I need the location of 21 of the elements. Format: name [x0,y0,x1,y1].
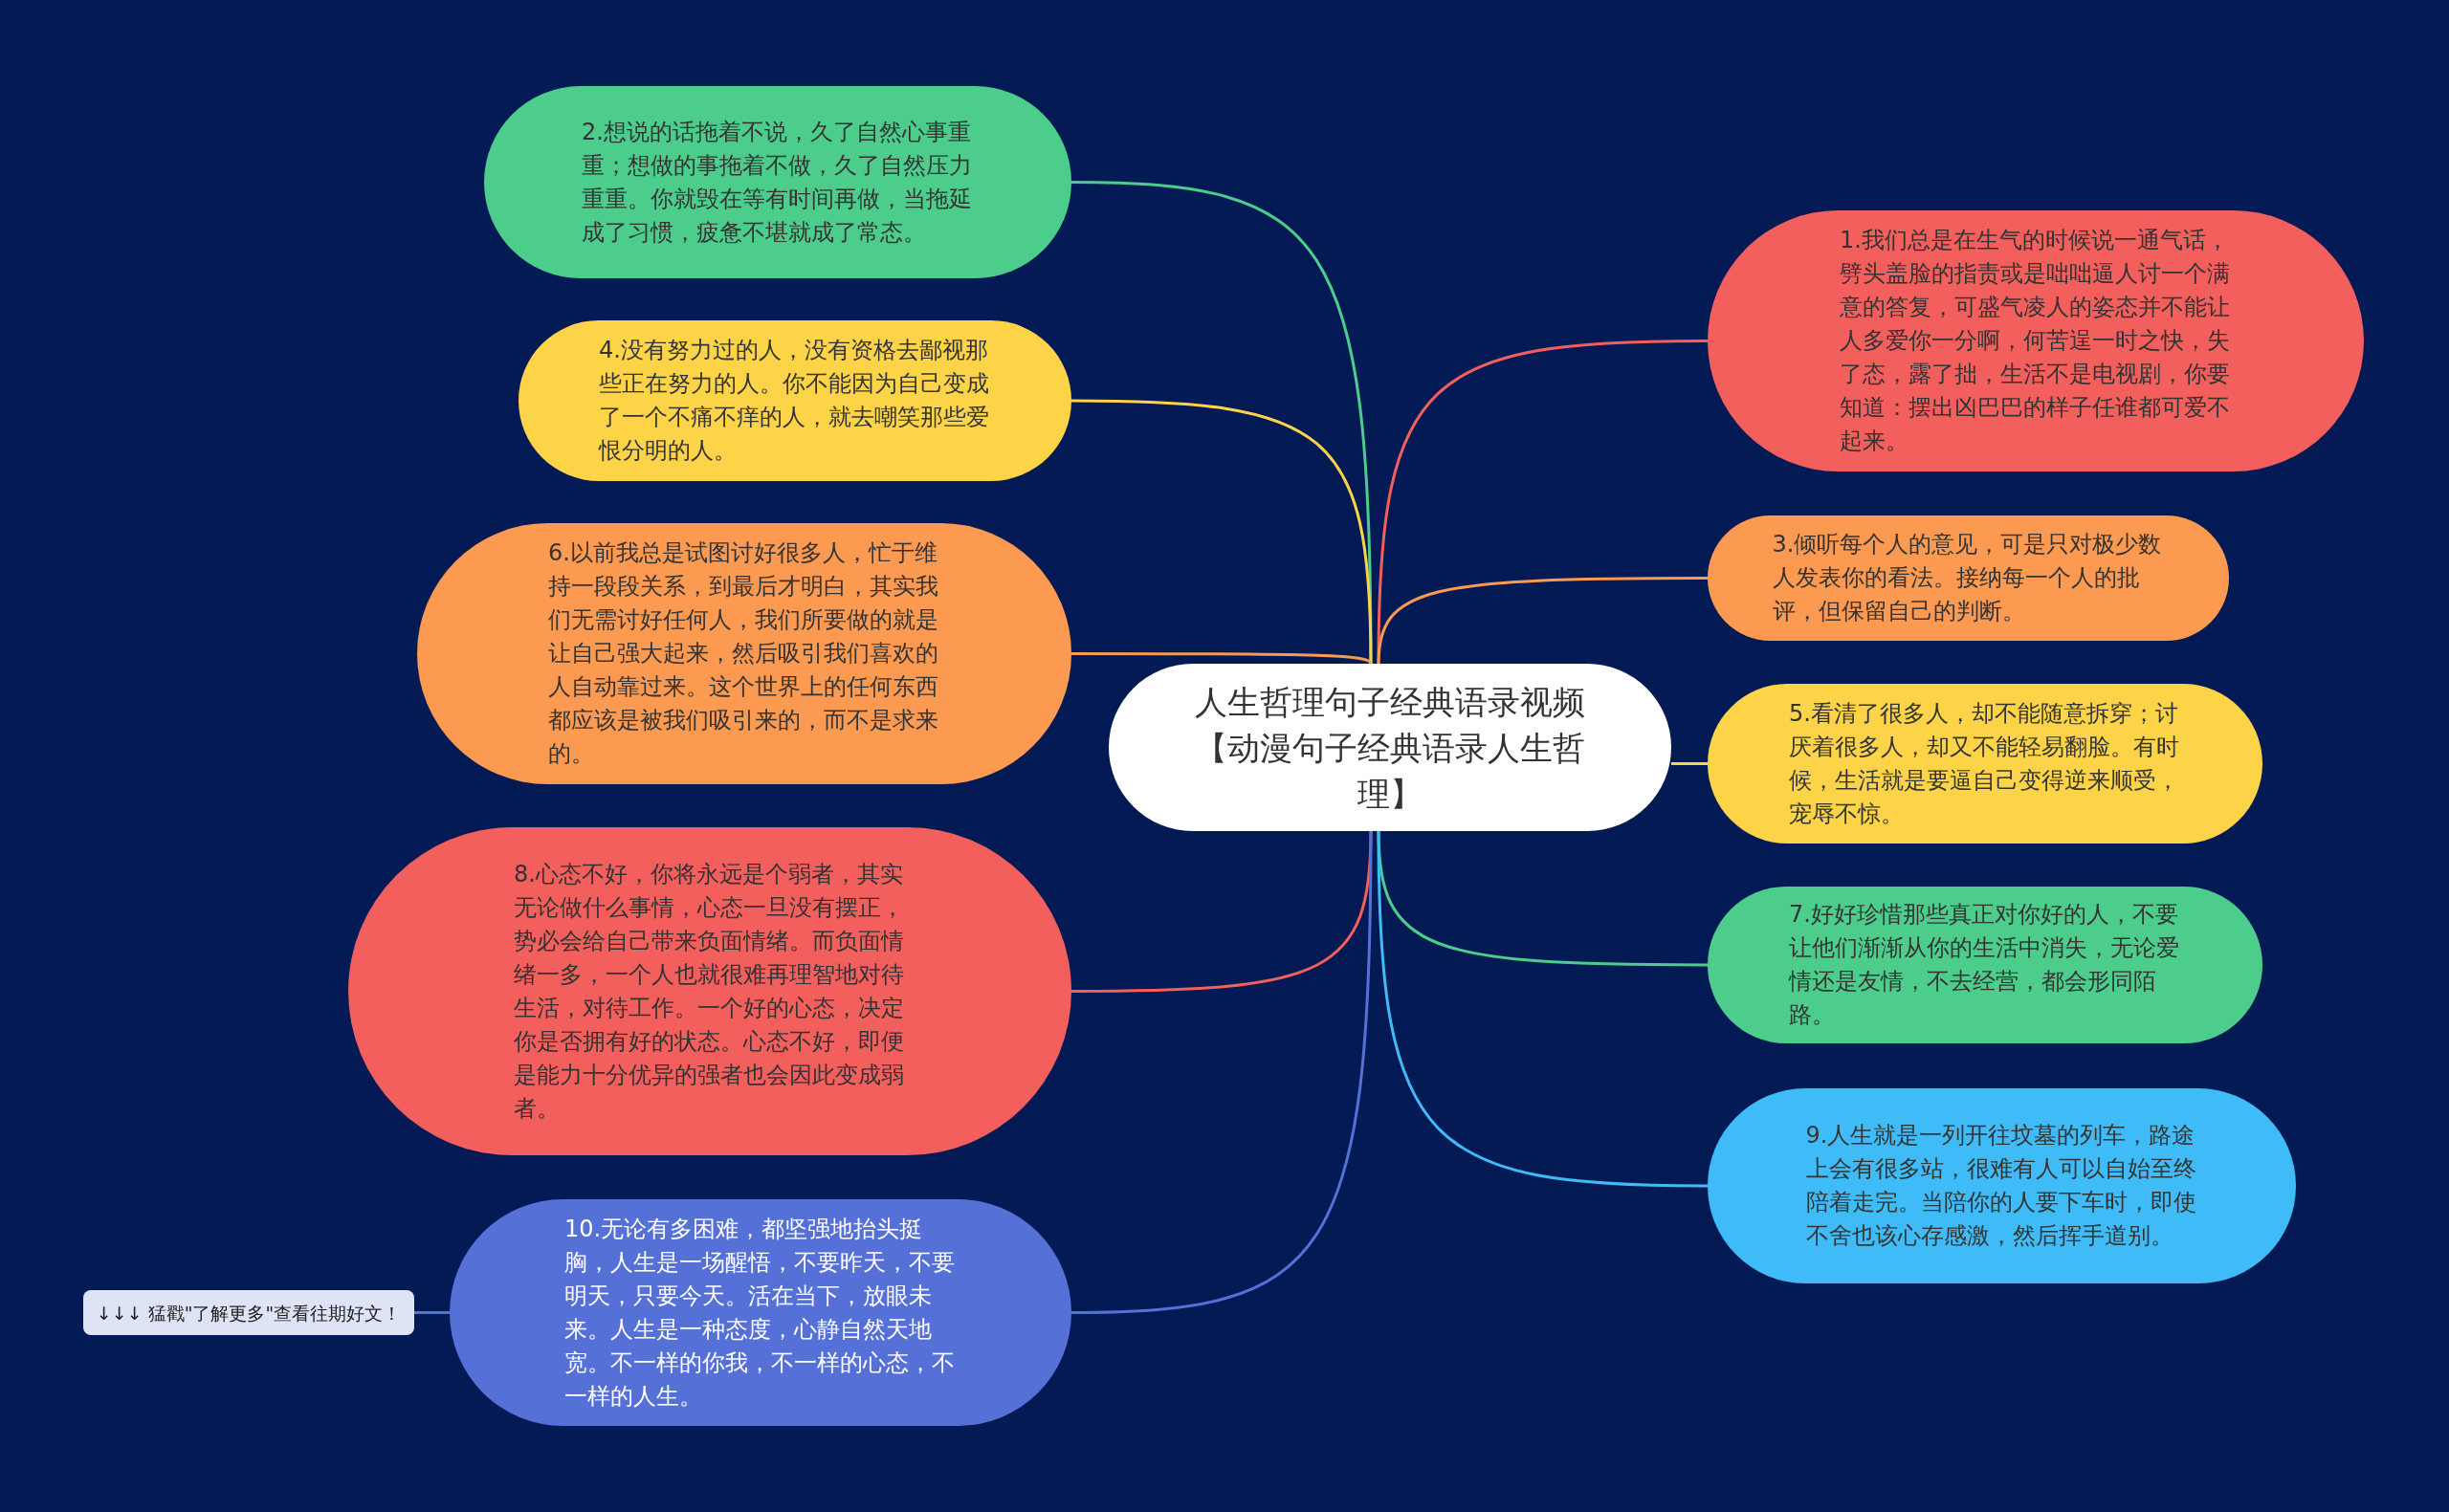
quote-text: 9.人生就是一列开往坟墓的列车，路途上会有很多站，很难有人可以自始至终陪着走完。当陪你的人要下车时，即使不舍也该心存感激，然后挥手道别。 [1805,1121,2197,1251]
connector-line [1071,652,1373,665]
note-tag [83,1290,414,1335]
quote-text: 8.心态不好，你将永远是个弱者，其实无论做什么事情，心态一旦没有摆正，势必会给自己带来负面情绪。而负面情绪一多，一个人也就很难再理智地对待生活，对待工作。一个好的心态，决定你是否拥有好的状态。心态不好，即便是能力十分优异的强者也会因此变成弱者。 [514,859,905,1124]
quote-text: 5.看清了很多人，却不能随意拆穿；讨厌着很多人，却又不能轻易翻脸。有时候，生活就是要逼自己变得逆来顺受，宠辱不惊。 [1789,698,2180,829]
quote-text: 6.以前我总是试图讨好很多人，忙于维持一段段关系，到最后才明白，其实我们无需讨好任何人，我们所要做的就是让自己强大起来，然后吸引我们喜欢的人自动靠过来。这个世界上的任何东西都应该是被我们吸引来的，而不是求来的。 [548,538,939,769]
connector-line [1377,830,1709,1188]
connector-line [414,1311,450,1314]
connector-line [1377,577,1708,665]
topic-title: 人生哲理句子经典语录视频【动漫句子经典语录人生哲理】 [1194,681,1586,815]
connector-line [1070,831,1373,1314]
connector-line [1377,340,1708,665]
connector-line [1671,762,1708,765]
connector-line [1071,399,1373,665]
quote-text: 3.倾听每个人的意见，可是只对极少数人发表你的看法。接纳每一个人的批评，但保留自己的判断。 [1772,530,2163,626]
quote-text: 10.无论有多困难，都坚强地抬头挺胸，人生是一场醒悟，不要昨天，不要明天，只要今天。活在当下，放眼未来。人生是一种态度，心静自然天地宽。不一样的你我，不一样的心态，不一样的人生。 [564,1214,956,1412]
quote-text: 2.想说的话拖着不说，久了自然心事重重；想做的事拖着不做，久了自然压力重重。你就毁在等有时间再做，当拖延成了习惯，疲惫不堪就成了常态。 [582,117,973,248]
quote-text: 4.没有努力过的人，没有资格去鄙视那些正在努力的人。你不能因为自己变成了一个不痛不痒的人，就去嘲笑那些爱恨分明的人。 [599,336,990,466]
quote-text: 7.好好珍惜那些真正对你好的人，不要让他们渐渐从你的生活中消失，无论爱情还是友情，不去经营，都会形同陌路。 [1789,900,2180,1030]
quote-text: 1.我们总是在生气的时候说一通气话，劈头盖脸的指责或是咄咄逼人讨一个满意的答复，可盛气凌人的姿态并不能让人多爱你一分啊，何苦逞一时之快，失了态，露了拙，生活不是电视剧，你要知道：摆出凶巴巴的样子任谁都可爱不起来。 [1840,226,2231,456]
note-text: ↓↓↓ 猛戳"了解更多"查看往期好文！ [96,1301,402,1326]
